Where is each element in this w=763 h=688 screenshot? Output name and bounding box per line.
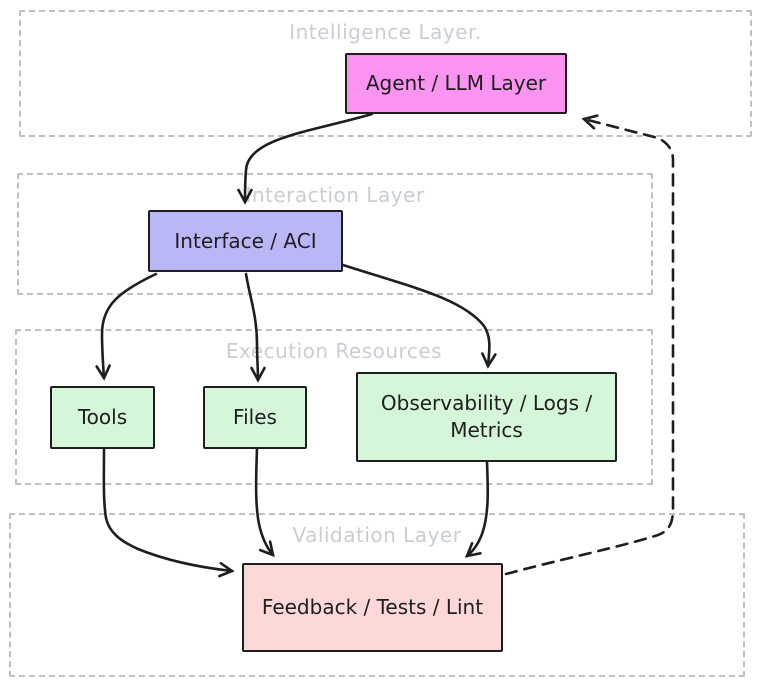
layer-title-interaction: Interaction Layer: [245, 183, 425, 207]
layer-execution: Execution Resources: [15, 329, 653, 485]
edge-agent-to-interface: [237, 112, 374, 205]
node-feedback-tests-lint: Feedback / Tests / Lint: [242, 563, 503, 652]
edge-interface-to-observability: [341, 263, 497, 369]
node-agent-llm-layer: Agent / LLM Layer: [345, 53, 567, 114]
edge-files-to-feedback: [254, 447, 275, 558]
node-files: Files: [203, 386, 307, 449]
node-tools: Tools: [50, 386, 155, 449]
layer-title-intelligence: Intelligence Layer.: [289, 20, 482, 44]
node-tools-label: Tools: [77, 405, 128, 429]
edge-interface-to-tools: [95, 272, 158, 381]
edge-tools-to-feedback: [102, 447, 235, 578]
node-interface-aci-label: Interface / ACI: [174, 228, 317, 253]
layer-title-validation: Validation Layer: [292, 523, 462, 547]
layer-validation: Validation Layer: [9, 513, 745, 677]
node-agent-llm-layer-label: Agent / LLM Layer: [365, 71, 547, 95]
node-interface-aci: Interface / ACI: [148, 210, 343, 272]
layer-intelligence: Intelligence Layer.: [19, 10, 752, 137]
layer-title-execution: Execution Resources: [225, 339, 443, 363]
edge-feedback-to-agent-dashed: [504, 114, 675, 576]
layer-interaction: Interaction Layer: [17, 173, 653, 295]
node-observability-logs-metrics-label: Observability / Logs / Metrics: [380, 391, 593, 442]
node-observability-logs-metrics: Observability / Logs / Metrics: [356, 372, 617, 462]
node-files-label: Files: [233, 405, 277, 429]
node-feedback-tests-lint-label: Feedback / Tests / Lint: [261, 595, 484, 619]
edge-interface-to-files: [244, 272, 266, 383]
edge-observability-to-feedback: [464, 460, 490, 558]
